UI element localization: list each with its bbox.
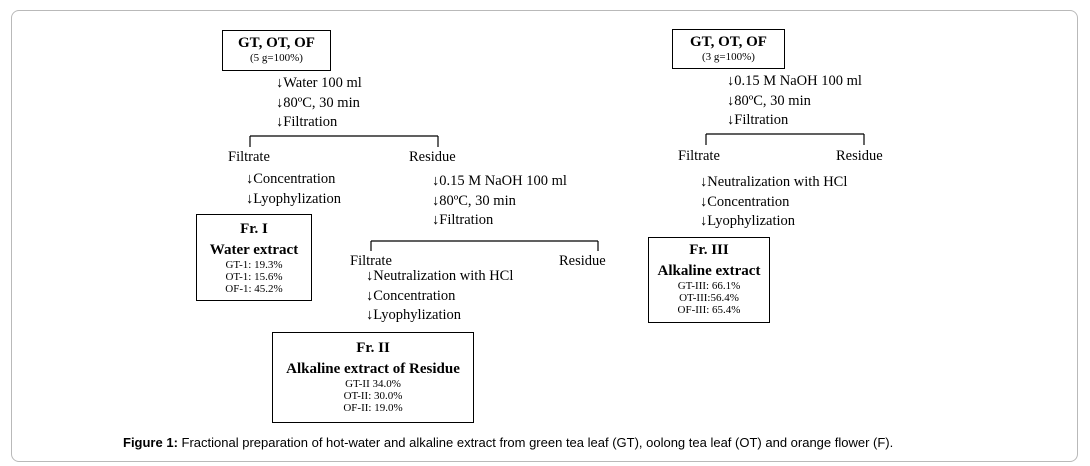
right-step-1: ↓0.15 M NaOH 100 ml [727, 73, 862, 89]
right-source-title: GT, OT, OF [690, 34, 767, 50]
left-residue-step-2: ↓80ºC, 30 min [432, 192, 516, 209]
figure-caption-label: Figure 1: [123, 435, 178, 450]
fraction-2-yield-gt: GT-II 34.0% [345, 378, 401, 390]
right-residue-label: Residue [836, 148, 883, 164]
left-filtrate2-step-2: ↓Concentration [366, 287, 456, 304]
fraction-1-yield-gt: GT-1: 19.3% [225, 259, 283, 271]
left-source-title: GT, OT, OF [238, 35, 315, 51]
left-filtrate2-step-1: ↓Neutralization with HCl [366, 268, 514, 284]
left-residue-label: Residue [409, 149, 456, 165]
left-residue-steps: ↓0.15 M NaOH 100 ml ↓80ºC, 30 min ↓Filtr… [432, 172, 567, 231]
fraction-3-yield-of: OF-III: 65.4% [677, 304, 741, 316]
fraction-1-yield-ot: OT-1: 15.6% [225, 271, 283, 283]
right-filtrate-label: Filtrate [678, 148, 720, 164]
figure-caption-text: Fractional preparation of hot-water and … [177, 435, 894, 450]
right-source-amount: (3 g=100%) [702, 51, 755, 63]
figure-caption: Figure 1: Fractional preparation of hot-… [123, 435, 893, 450]
fraction-1-box: Fr. I Water extract GT-1: 19.3% OT-1: 15… [196, 214, 312, 301]
left-residue-step-1: ↓0.15 M NaOH 100 ml [432, 173, 567, 189]
right-filtrate-steps: ↓Neutralization with HCl ↓Concentration … [700, 173, 847, 232]
left-filtrate-step-2: ↓Lyophylization [246, 190, 342, 207]
left-filtrate2-step-3: ↓Lyophylization [366, 307, 462, 323]
left-filtrate-label: Filtrate [228, 149, 270, 165]
right-filtrate-step-3: ↓Lyophylization [700, 213, 796, 229]
fraction-2-title: Fr. II [356, 340, 390, 356]
right-filtrate-step-2: ↓Concentration [700, 193, 790, 210]
left-filtrate-steps: ↓Concentration ↓Lyophylization [246, 170, 341, 209]
left-filtrate2-steps: ↓Neutralization with HCl ↓Concentration … [366, 267, 513, 326]
left-residue2-label: Residue [559, 253, 606, 269]
fraction-1-yield-of: OF-1: 45.2% [225, 283, 283, 295]
left-filtrate-step-1: ↓Concentration [246, 171, 336, 187]
left-extraction-steps: ↓Water 100 ml ↓80ºC, 30 min ↓Filtration [276, 74, 362, 133]
right-step-2: ↓80ºC, 30 min [727, 92, 811, 109]
fraction-2-yield-of: OF-II: 19.0% [343, 402, 403, 414]
left-source-amount: (5 g=100%) [250, 52, 303, 64]
left-step-1: ↓Water 100 ml [276, 75, 362, 91]
fraction-3-box: Fr. III Alkaline extract GT-III: 66.1% O… [648, 237, 770, 323]
right-extraction-steps: ↓0.15 M NaOH 100 ml ↓80ºC, 30 min ↓Filtr… [727, 72, 862, 131]
fraction-1-subtitle: Water extract [209, 242, 299, 258]
left-residue-step-3: ↓Filtration [432, 212, 494, 228]
right-source-box: GT, OT, OF (3 g=100%) [672, 29, 785, 69]
left-source-box: GT, OT, OF (5 g=100%) [222, 30, 331, 71]
right-step-3: ↓Filtration [727, 112, 789, 128]
fraction-3-yield-gt: GT-III: 66.1% [677, 280, 741, 292]
fraction-3-title: Fr. III [689, 242, 729, 258]
fraction-3-yield-ot: OT-III:56.4% [679, 292, 739, 304]
right-filtrate-step-1: ↓Neutralization with HCl [700, 174, 848, 190]
figure-frame [11, 10, 1078, 462]
fraction-3-subtitle: Alkaline extract [657, 263, 761, 279]
fraction-2-subtitle: Alkaline extract of Residue [286, 361, 460, 377]
fraction-2-box: Fr. II Alkaline extract of Residue GT-II… [272, 332, 474, 423]
left-filtrate2-label: Filtrate [350, 253, 392, 269]
left-step-2: ↓80ºC, 30 min [276, 94, 360, 111]
left-step-3: ↓Filtration [276, 114, 338, 130]
fraction-2-yield-ot: OT-II: 30.0% [343, 390, 403, 402]
fraction-1-title: Fr. I [240, 221, 268, 237]
